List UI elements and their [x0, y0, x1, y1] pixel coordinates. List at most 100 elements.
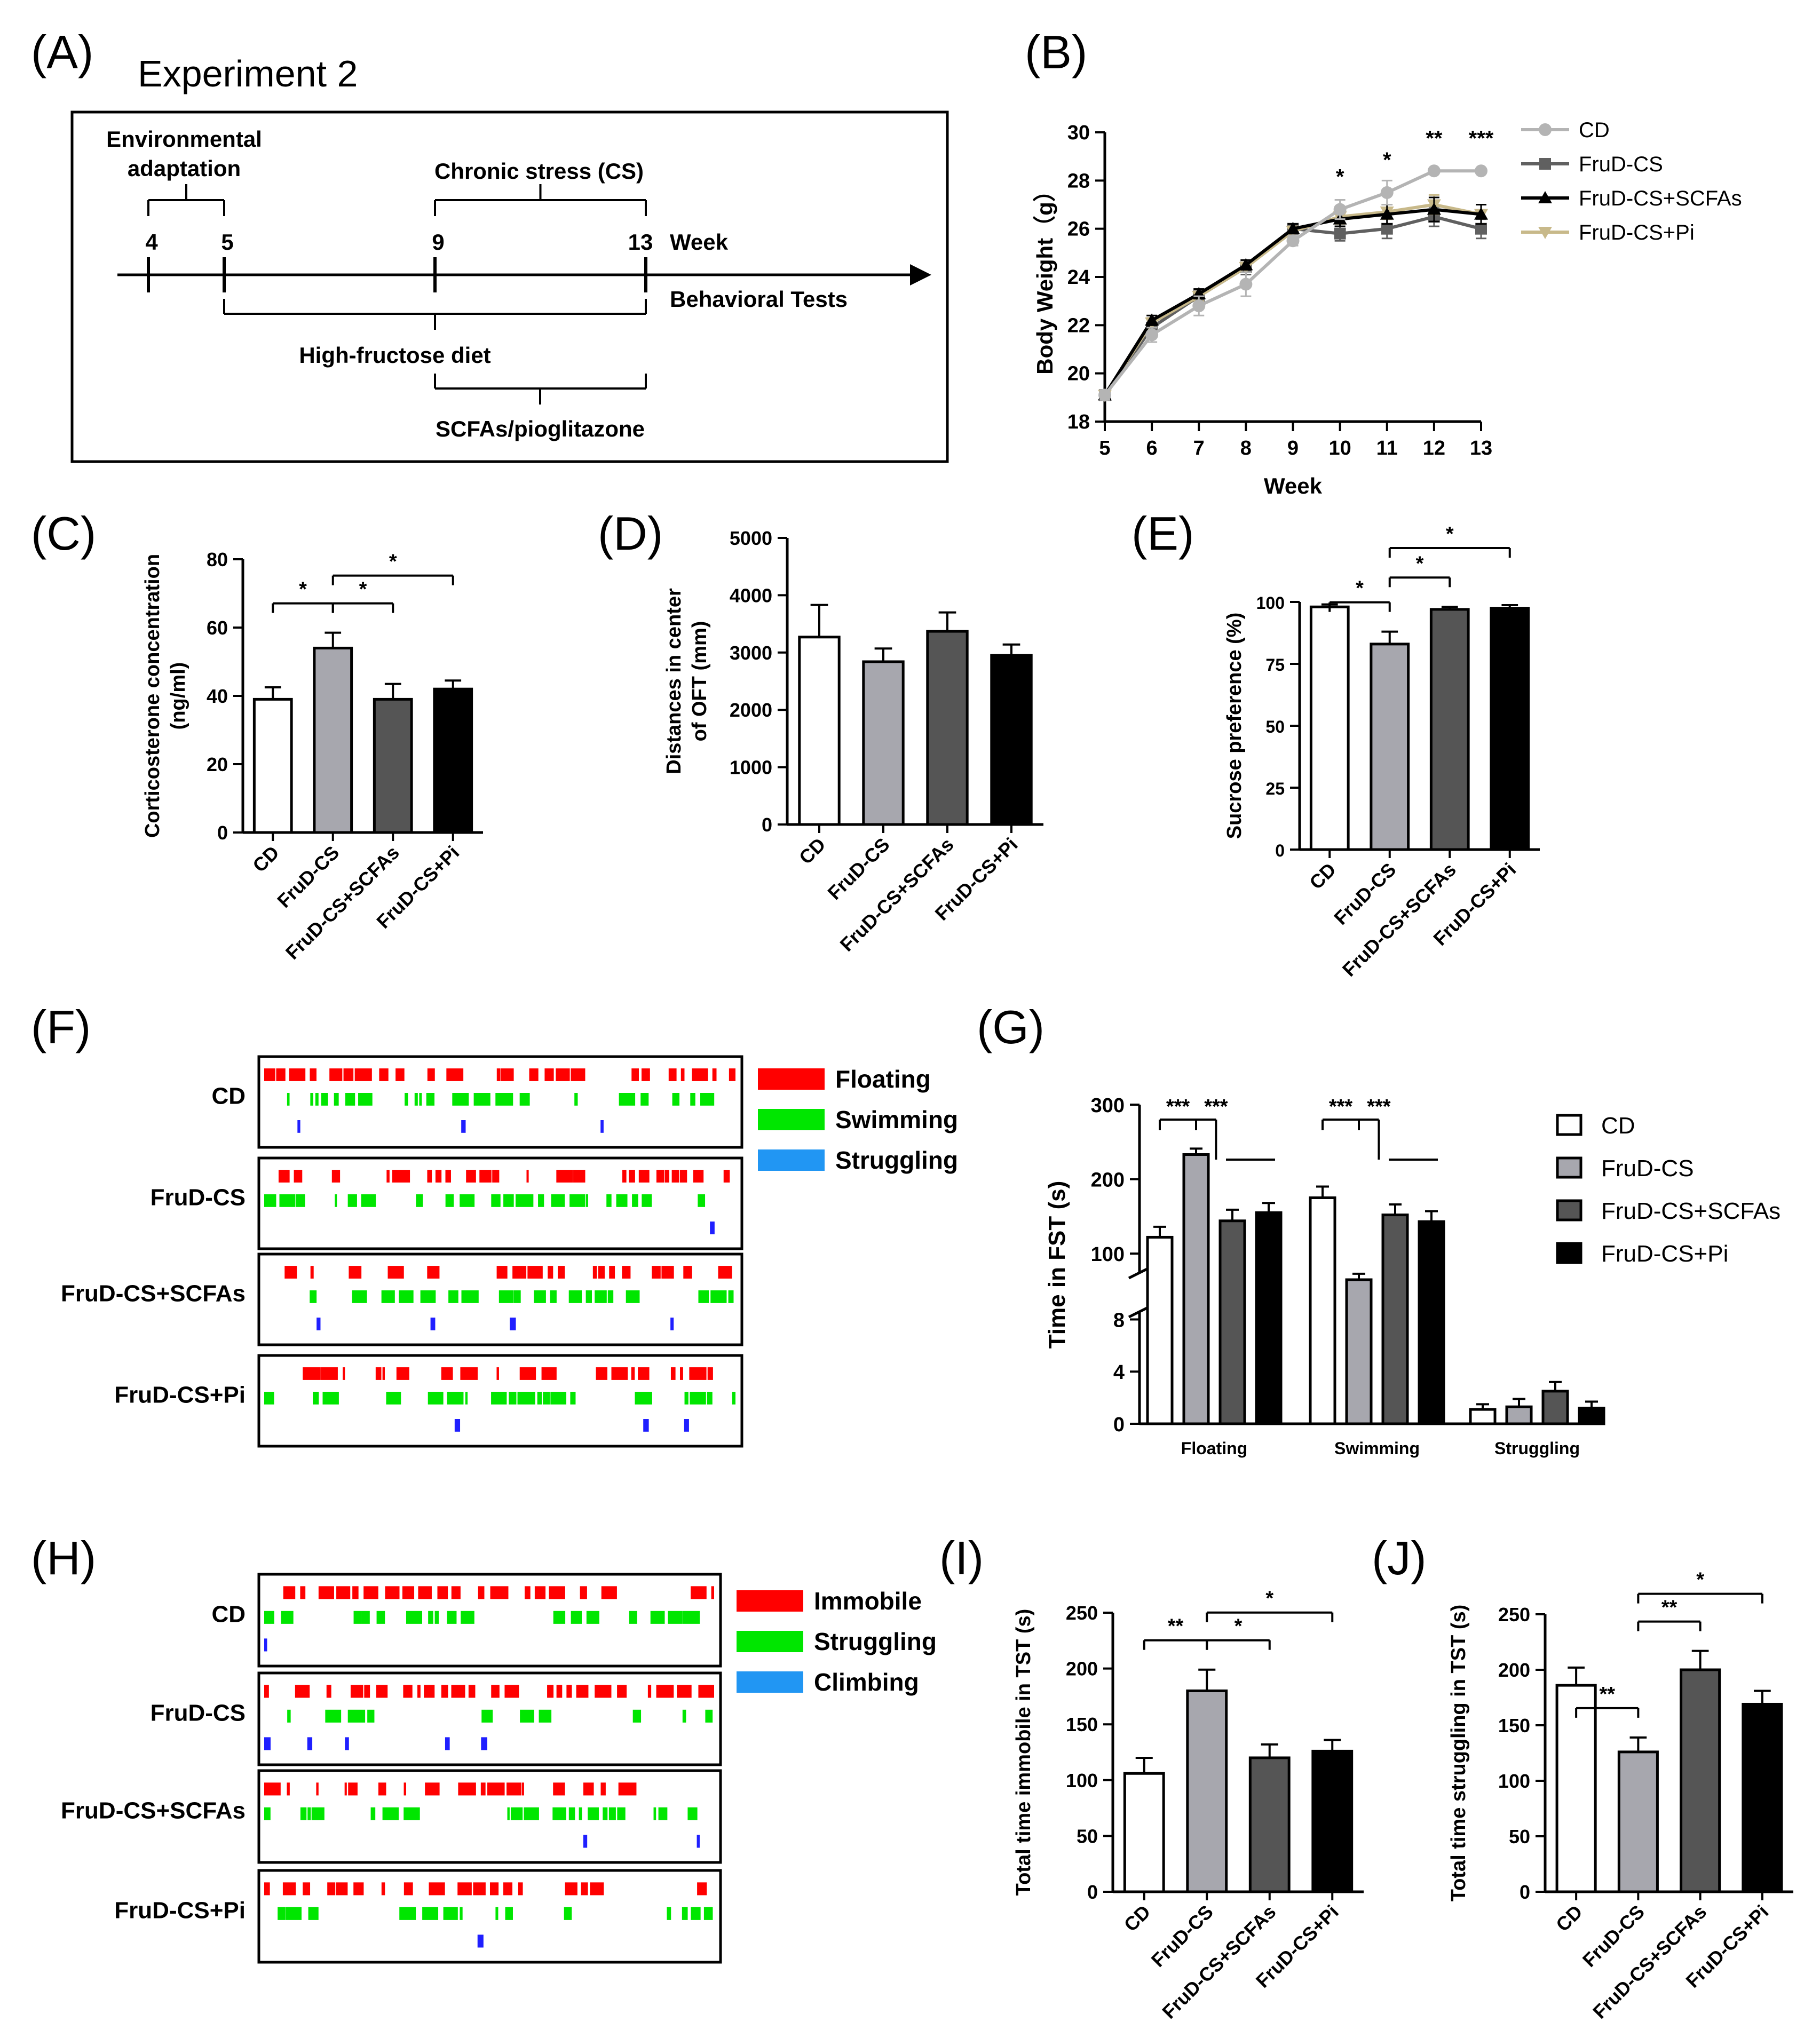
legend-label: Climbing	[814, 1668, 919, 1696]
float-event	[671, 1170, 679, 1183]
panel-label-C: (C)	[31, 507, 96, 560]
float-event	[519, 1367, 536, 1380]
float-event	[427, 1068, 435, 1081]
struggle-event	[510, 1318, 516, 1330]
y-tick-label: 4000	[730, 584, 772, 606]
swim-event	[585, 1194, 589, 1207]
bar	[990, 654, 1033, 826]
legend-swatch	[737, 1590, 803, 1612]
ethogram-group-label: FruD-CS+SCFAs	[61, 1797, 246, 1823]
timeline-arrowhead	[910, 264, 931, 286]
swim-event	[503, 1194, 514, 1207]
significance-star: *	[1446, 523, 1454, 545]
x-tick-label: 13	[1470, 437, 1492, 459]
float-event	[479, 1170, 492, 1183]
float-event	[460, 1367, 478, 1380]
float-event	[344, 1782, 347, 1796]
bar	[313, 646, 353, 834]
bar	[1309, 605, 1350, 851]
swim-event	[513, 1290, 521, 1303]
legend-swatch	[1556, 1199, 1582, 1222]
env-adaptation-label: adaptation	[128, 156, 241, 181]
swim-event	[668, 1611, 683, 1624]
data-point	[1475, 164, 1487, 178]
legend-label: FruD-CS	[1601, 1155, 1694, 1181]
float-event	[343, 1367, 345, 1380]
float-event	[596, 1367, 607, 1380]
float-event	[276, 1068, 286, 1081]
swim-event	[264, 1611, 274, 1624]
bar	[1309, 1196, 1336, 1425]
float-event	[592, 1266, 597, 1279]
category-label: Struggling	[1494, 1439, 1580, 1458]
swim-event	[616, 1194, 628, 1207]
swim-event	[361, 1194, 376, 1207]
float-event	[580, 1586, 587, 1599]
data-point	[1239, 277, 1253, 291]
swim-event	[517, 1392, 535, 1405]
float-event	[534, 1586, 546, 1599]
significance-star: *	[359, 578, 367, 601]
category-label: FruD-CS+SCFAs	[1158, 1901, 1280, 2023]
y-tick-label: 200	[1498, 1659, 1530, 1681]
significance-star: *	[1416, 552, 1424, 575]
float-event	[363, 1586, 378, 1599]
y-tick-label: 200	[1066, 1658, 1098, 1680]
float-event	[504, 1685, 519, 1698]
float-event	[566, 1685, 572, 1698]
y-tick-label: 22	[1067, 314, 1090, 337]
swim-event	[287, 1709, 291, 1723]
swim-event	[420, 1290, 436, 1303]
data-point	[1380, 207, 1394, 220]
swim-event	[635, 1392, 652, 1405]
swim-event	[632, 1709, 642, 1723]
float-event	[541, 1367, 557, 1380]
swim-event	[491, 1194, 501, 1207]
swim-event	[448, 1290, 458, 1303]
week-axis-label: Week	[670, 229, 729, 255]
float-event	[264, 1068, 275, 1081]
float-event	[679, 1367, 683, 1380]
swim-event	[278, 1907, 286, 1920]
float-event	[458, 1782, 476, 1796]
float-event	[478, 1586, 485, 1599]
float-event	[526, 1170, 529, 1183]
swim-event	[698, 1194, 706, 1207]
swim-event	[640, 1093, 649, 1106]
float-event	[547, 1685, 554, 1698]
swim-event	[426, 1093, 435, 1106]
struggle-event	[670, 1318, 674, 1330]
float-event	[598, 1266, 605, 1279]
float-event	[664, 1170, 670, 1183]
legend-swatch	[737, 1631, 803, 1652]
struggle-event	[307, 1737, 313, 1750]
float-event	[677, 1685, 692, 1698]
swim-event	[495, 1093, 513, 1106]
float-event	[354, 1068, 372, 1081]
float-event	[353, 1882, 364, 1896]
swim-event	[310, 1093, 313, 1106]
legend-marker	[1538, 191, 1552, 203]
swim-event	[352, 1290, 367, 1303]
swim-event	[399, 1290, 414, 1303]
bar	[1182, 1153, 1210, 1425]
float-event	[435, 1170, 442, 1183]
bar	[1381, 1214, 1409, 1425]
float-event	[507, 1782, 521, 1796]
bar	[1505, 1405, 1533, 1425]
swim-event	[406, 1611, 423, 1624]
scfa-label: SCFAs/pioglitazone	[436, 416, 645, 441]
float-event	[375, 1367, 382, 1380]
float-event	[565, 1882, 577, 1896]
swim-event	[534, 1290, 546, 1303]
legend-label: CD	[1601, 1113, 1635, 1139]
bar	[1490, 607, 1530, 851]
legend-marker	[1539, 158, 1551, 170]
float-event	[707, 1367, 713, 1380]
x-tick-label: 8	[1240, 437, 1252, 459]
swim-event	[728, 1290, 734, 1303]
y-tick-label: 75	[1265, 655, 1285, 675]
swim-event	[632, 1194, 638, 1207]
ethogram-group-label: CD	[211, 1601, 246, 1627]
